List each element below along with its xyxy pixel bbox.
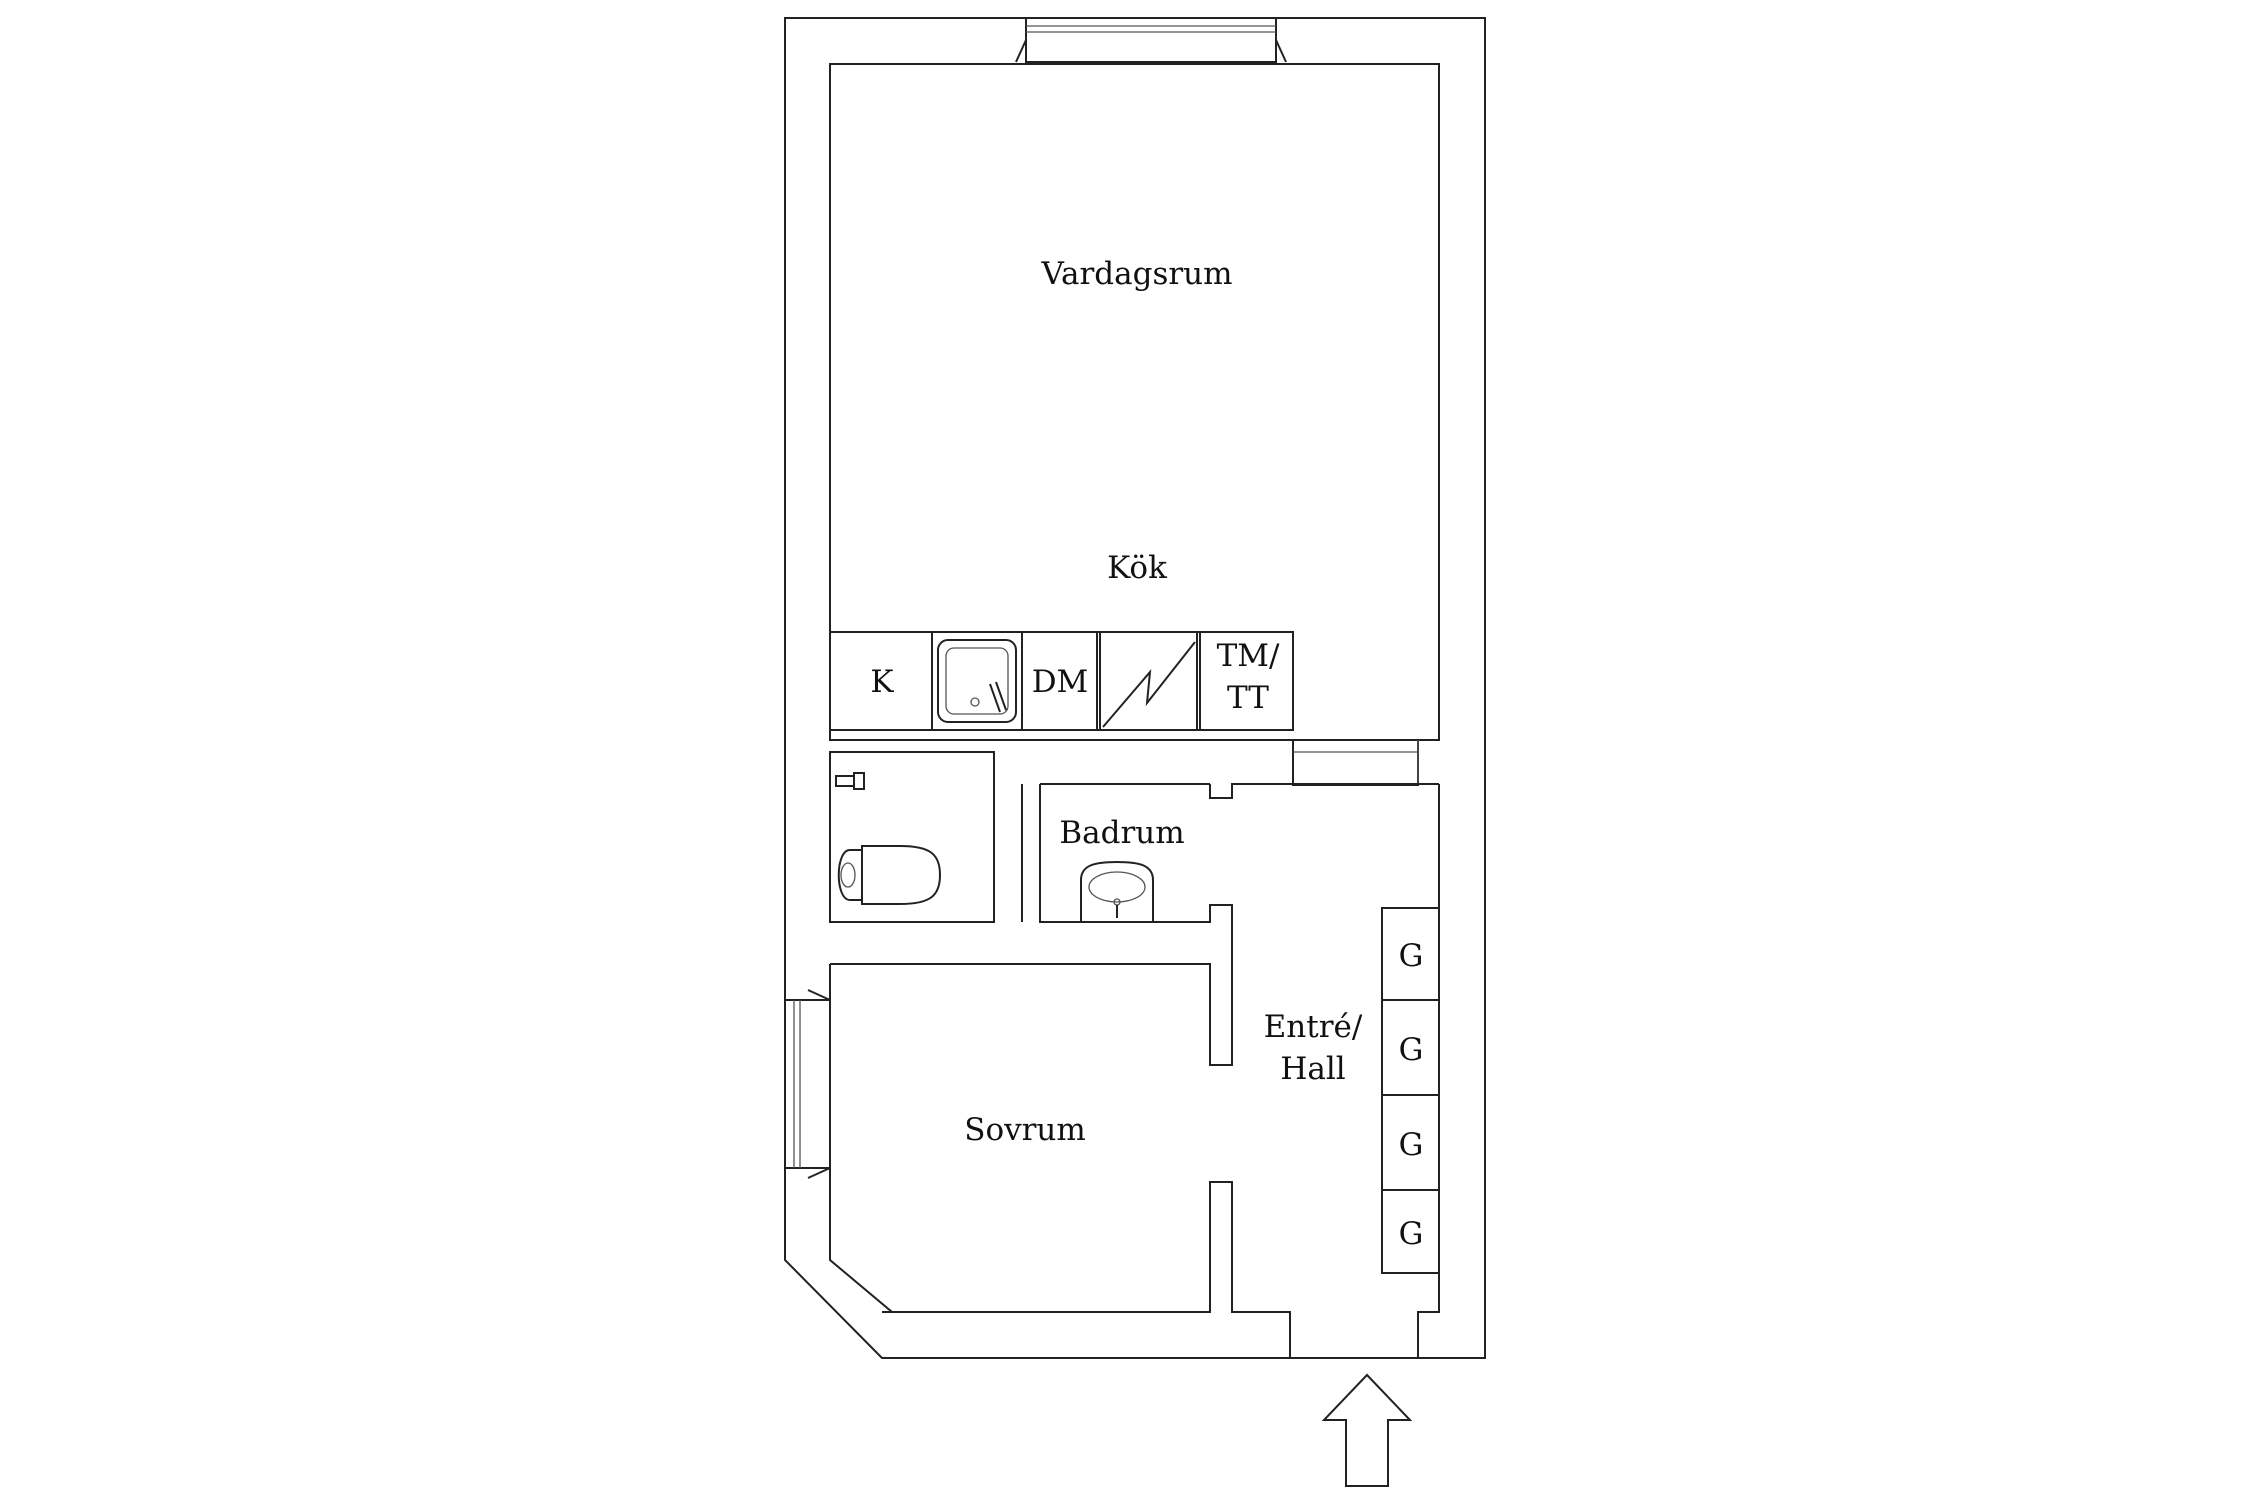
label-fridge: K <box>870 664 894 700</box>
label-dishwasher: DM <box>1032 664 1089 700</box>
label-washer-2: TT <box>1227 680 1269 716</box>
washbasin-icon <box>1080 860 1154 922</box>
wardrobes <box>1381 907 1440 1274</box>
stove-icon <box>1099 631 1198 731</box>
entrance-arrow-icon <box>1321 1373 1413 1487</box>
label-vardagsrum: Vardagsrum <box>1040 256 1232 292</box>
label-wardrobe: G <box>1399 938 1424 974</box>
room-vardagsrum <box>829 63 1440 741</box>
label-wardrobe: G <box>1399 1127 1424 1163</box>
toilet-brush-icon <box>835 772 865 790</box>
label-kok: Kök <box>1107 550 1167 586</box>
label-wardrobe: G <box>1399 1216 1424 1252</box>
bath-door-jamb <box>1209 783 1439 799</box>
label-badrum: Badrum <box>1059 815 1184 851</box>
entrance-jamb <box>882 1181 1291 1358</box>
label-washer-1: TM/ <box>1217 638 1280 674</box>
label-entre-2: Hall <box>1280 1051 1345 1087</box>
sink-icon <box>937 639 1017 723</box>
label-entre-1: Entré/ <box>1264 1009 1363 1045</box>
toilet-icon <box>837 845 942 905</box>
kitchen-counter <box>829 631 1294 731</box>
hall-walls <box>1417 784 1440 1358</box>
room-wc <box>829 751 995 923</box>
label-sovrum: Sovrum <box>964 1112 1086 1148</box>
passage-window <box>1292 739 1419 786</box>
label-wardrobe: G <box>1399 1032 1424 1068</box>
window-top <box>1015 17 1287 63</box>
window-left <box>784 989 831 1179</box>
